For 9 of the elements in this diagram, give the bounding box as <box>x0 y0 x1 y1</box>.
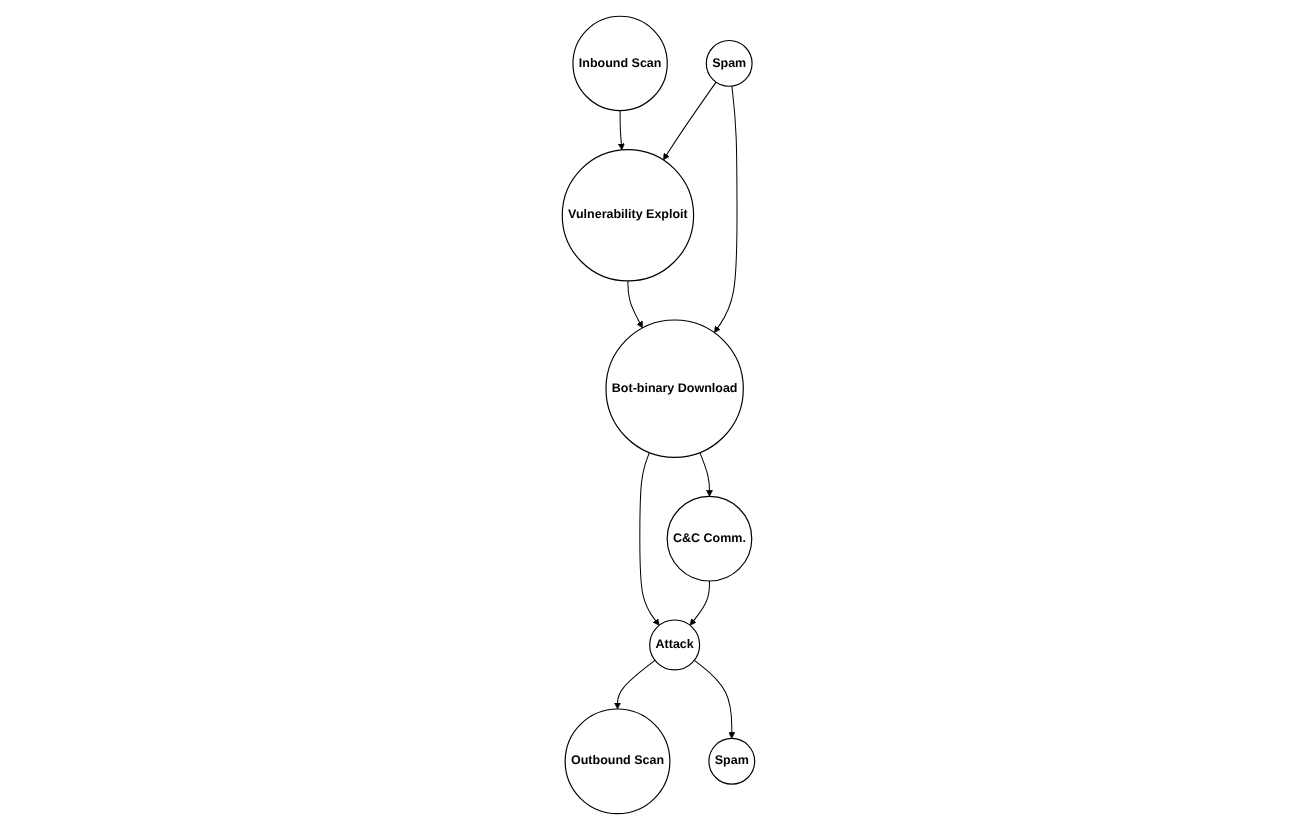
arrow <box>617 110 625 151</box>
arrow <box>626 280 643 329</box>
arrow <box>693 659 735 739</box>
arrow <box>613 659 655 710</box>
arrow <box>638 452 660 626</box>
arrow <box>689 580 710 626</box>
arrow <box>698 452 713 497</box>
arrow <box>662 81 717 161</box>
arrow <box>713 85 738 333</box>
